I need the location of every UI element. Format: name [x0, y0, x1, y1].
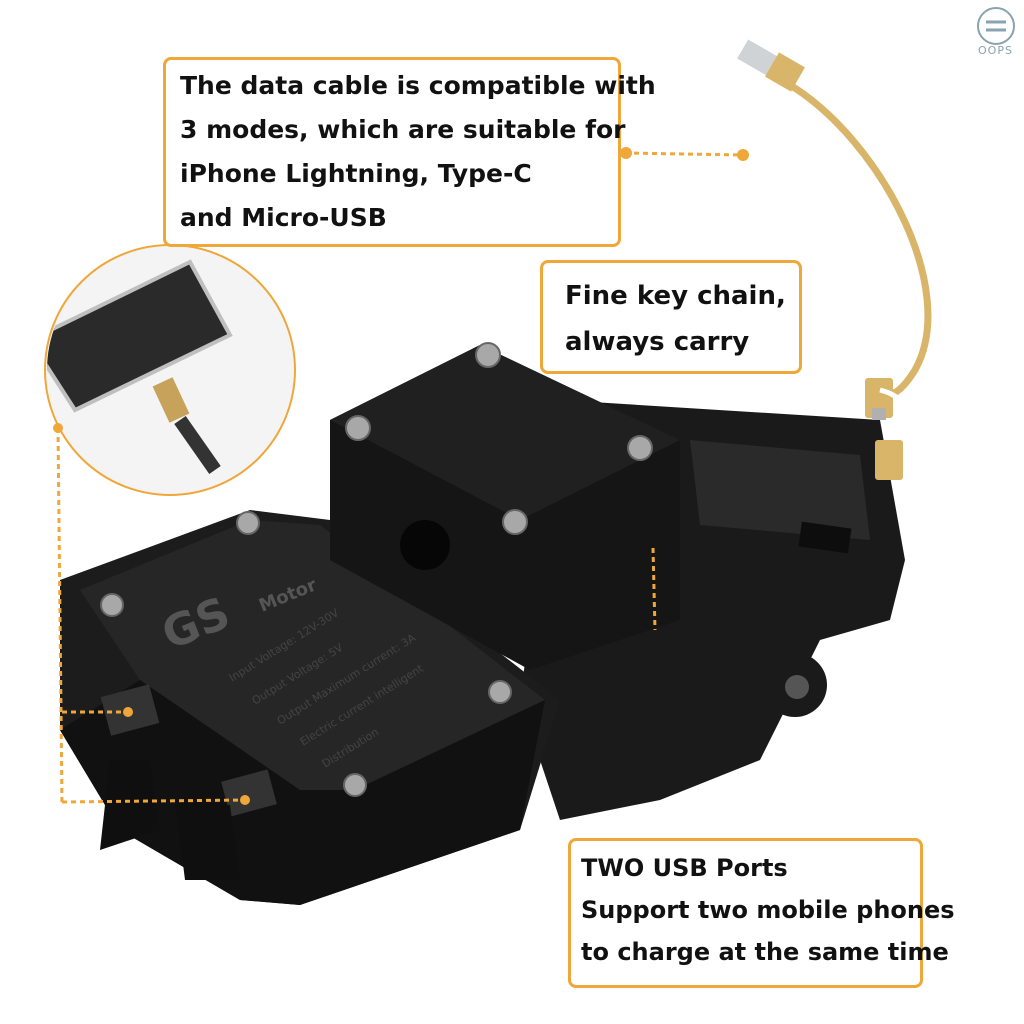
phone-micro-usb-plug — [152, 377, 190, 423]
usb-cap-1 — [100, 760, 160, 850]
usb-ports-callout: TWO USB Ports Support two mobile phones … — [568, 838, 955, 988]
callout-line: always carry — [565, 327, 750, 357]
power-connector-pins — [785, 675, 809, 699]
callout-line: iPhone Lightning, Type-C — [180, 159, 532, 188]
usb-port-2 — [221, 769, 277, 817]
charger-top-face — [80, 520, 545, 790]
callout-line: Support two mobile phones — [581, 896, 955, 924]
micro-usb-tip — [872, 408, 886, 420]
usb-a-plug-body — [765, 52, 805, 92]
adapter-lead — [879, 387, 907, 442]
callout-line: The data cable is compatible with — [180, 71, 656, 100]
mount-plate-slot — [690, 440, 870, 540]
callout-line: and Micro-USB — [180, 203, 387, 232]
power-cable — [692, 549, 812, 696]
callout-line: 3 modes, which are suitable for — [180, 115, 626, 144]
phone-body — [47, 259, 233, 413]
callout-line: to charge at the same time — [581, 938, 949, 966]
keychain-callout: Fine key chain, always carry — [540, 260, 802, 374]
raised-box-top — [330, 345, 680, 520]
usb-cap-2 — [175, 800, 240, 880]
screws — [100, 342, 653, 797]
phone-cable — [174, 415, 221, 475]
cable-hole — [400, 520, 450, 570]
watermark-text: OOPS — [978, 44, 1013, 57]
leader-lines — [56, 151, 744, 806]
leader-dots — [53, 147, 749, 805]
braided-cable — [788, 82, 932, 398]
lightning-adapter — [875, 440, 903, 480]
callout-line: Fine key chain, — [565, 281, 786, 311]
watermark-logo-icon — [977, 7, 1015, 45]
cable-compatibility-callout: The data cable is compatible with 3 mode… — [163, 57, 656, 247]
mount-plate-notch — [798, 521, 852, 554]
callout-line: TWO USB Ports — [581, 854, 788, 882]
